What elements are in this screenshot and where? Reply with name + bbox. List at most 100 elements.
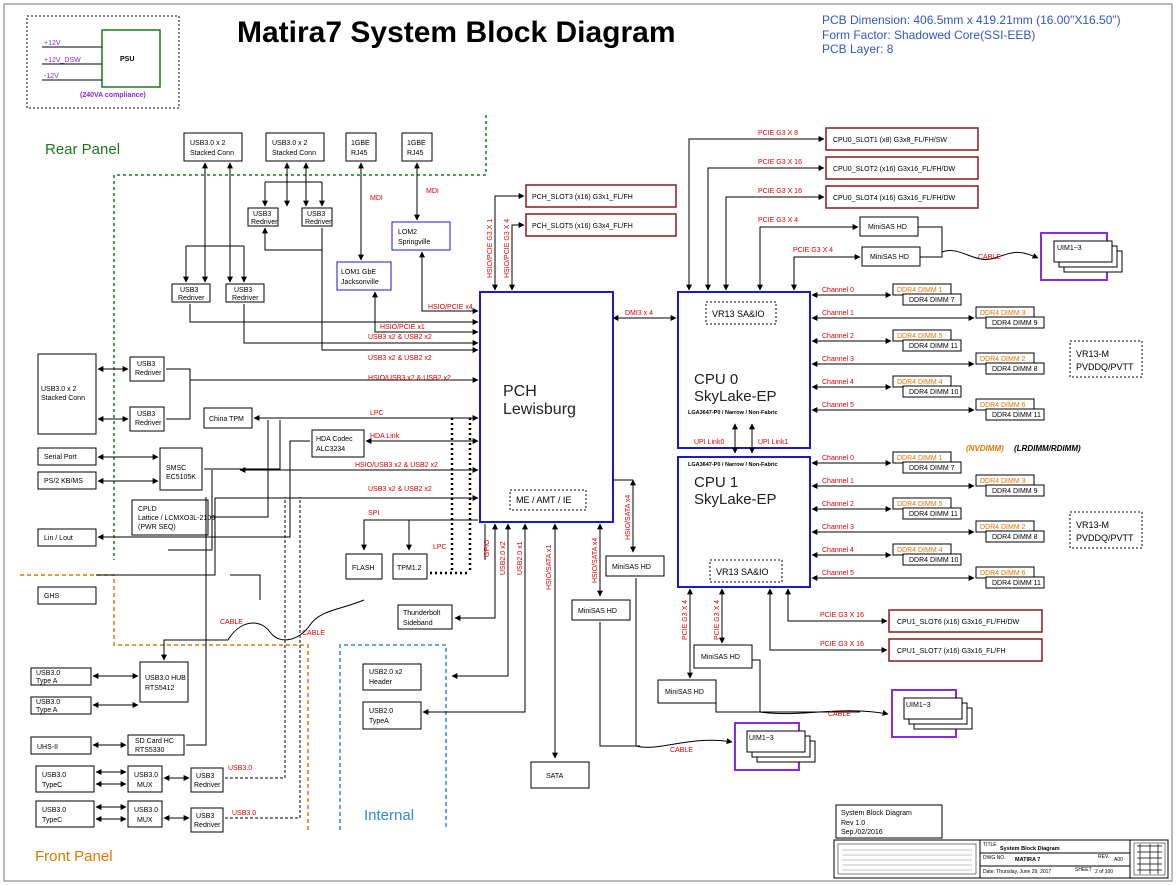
svg-text:System Block Diagram: System Block Diagram <box>1000 846 1060 852</box>
cpu0-dimm-secondary-label: DDR4 DIMM 9 <box>992 320 1038 327</box>
svg-text:DWG NO.: DWG NO. <box>983 855 1006 861</box>
psu-label: PSU <box>120 56 134 63</box>
pcb-layer: PCB Layer: 8 <box>822 42 894 56</box>
svg-text:Type A: Type A <box>36 678 58 685</box>
cpu0-channel-label: Channel 2 <box>822 333 854 340</box>
svg-text:FLASH: FLASH <box>352 565 375 572</box>
svg-text:Redriver: Redriver <box>178 295 205 302</box>
svg-text:USB3.0: USB3.0 <box>134 772 158 779</box>
svg-text:PCIE G3 X 4: PCIE G3 X 4 <box>714 600 721 640</box>
svg-text:Thunderbolt: Thunderbolt <box>403 610 440 617</box>
front-panel-label: Front Panel <box>35 848 113 865</box>
svg-text:Redriver: Redriver <box>305 219 332 226</box>
cpu0-dimm-primary-label: DDR4 DIMM 1 <box>897 287 943 294</box>
cpu0-channel-label: Channel 3 <box>822 356 854 363</box>
cpu0-channel-label: Channel 5 <box>822 402 854 409</box>
cpu0-skylake: VR13 SA&IO CPU 0 SkyLake-EP LGA3647-P0 /… <box>677 291 811 449</box>
svg-text:TypeC: TypeC <box>42 782 62 789</box>
cpu0-channel-label: Channel 1 <box>822 310 854 317</box>
cpu0-dimm-secondary-label: DDR4 DIMM 10 <box>909 389 959 396</box>
internal-label: Internal <box>364 807 414 824</box>
rail-12v-dsw: +12V_DSW <box>44 57 81 64</box>
svg-text:PVDDQ/PVTT: PVDDQ/PVTT <box>1076 533 1134 543</box>
svg-text:HSIO/SATA x4: HSIO/SATA x4 <box>625 495 632 540</box>
svg-text:LOM2: LOM2 <box>398 229 417 236</box>
cpu1-dimm-secondary-label: DDR4 DIMM 10 <box>909 557 959 564</box>
svg-text:Lattice / LCMXO3L-2100: Lattice / LCMXO3L-2100 <box>138 515 215 522</box>
cpu0-dimm-secondary-label: DDR4 DIMM 7 <box>909 297 955 304</box>
svg-text:PVDDQ/PVTT: PVDDQ/PVTT <box>1076 362 1134 372</box>
svg-text:CABLE: CABLE <box>828 711 851 718</box>
svg-text:USB3: USB3 <box>137 411 155 418</box>
svg-text:1GBE: 1GBE <box>351 140 370 147</box>
cpu0-vr13: VR13 SA&IO <box>712 309 765 319</box>
cpu0-slot2-bus: PCIE G3 X 16 <box>758 159 802 166</box>
svg-text:Redriver: Redriver <box>135 420 162 427</box>
svg-text:Stacked Conn: Stacked Conn <box>190 150 234 157</box>
cpu0-dimm-primary-label: DDR4 DIMM 4 <box>897 379 943 386</box>
svg-text:PCIE G3 X 4: PCIE G3 X 4 <box>758 217 798 224</box>
svg-text:TypeC: TypeC <box>42 817 62 824</box>
cpu1-dimm-secondary <box>985 530 1045 543</box>
cpu0-channel-label: Channel 0 <box>822 287 854 294</box>
svg-text:USB3: USB3 <box>196 773 214 780</box>
title-block: TITLE System Block Diagram DWG NO. MATIR… <box>833 839 1169 879</box>
cpu0-dimm-secondary <box>902 385 962 398</box>
psu-note: (240VA compliance) <box>80 92 146 99</box>
svg-text:Sep./02/2016: Sep./02/2016 <box>841 829 883 836</box>
uim-pch: UIM1~3 <box>734 722 816 771</box>
svg-text:Stacked Conn: Stacked Conn <box>272 150 316 157</box>
svg-text:UIM1~3: UIM1~3 <box>749 735 774 742</box>
svg-text:Type A: Type A <box>36 707 58 714</box>
svg-text:SD Card HC: SD Card HC <box>135 738 174 745</box>
svg-text:Springville: Springville <box>398 239 430 246</box>
cpu0-dimm-secondary-label: DDR4 DIMM 11 <box>992 412 1041 419</box>
diagram-title: Matira7 System Block Diagram <box>237 16 676 49</box>
cpu0-slot4-bus: PCIE G3 X 16 <box>758 188 802 195</box>
svg-text:VR13-M: VR13-M <box>1076 520 1109 530</box>
svg-text:USB3: USB3 <box>234 287 252 294</box>
pch-bottom-links: GPIO Thunderbolt Sideband USB2.0 x2 USB2… <box>362 479 733 789</box>
svg-text:USB2.0 x2: USB2.0 x2 <box>369 669 403 676</box>
lrdimm-note: (LRDIMM/RDIMM) <box>1014 444 1081 453</box>
cpu1-dimm-secondary <box>902 553 962 566</box>
svg-text:TPM1.2: TPM1.2 <box>397 565 422 572</box>
svg-text:SPI: SPI <box>368 510 379 517</box>
svg-text:MiniSAS HD: MiniSAS HD <box>868 224 907 231</box>
cpu1-dimm-secondary <box>902 461 962 474</box>
svg-text:USB3: USB3 <box>196 813 214 820</box>
svg-text:HDA Link: HDA Link <box>370 433 400 440</box>
cpu0-socket: LGA3647-P0 / Narrow / Non-Fabric <box>688 410 778 416</box>
cpu0-dimm-secondary-label: DDR4 DIMM 11 <box>909 343 958 350</box>
svg-text:USB3.0: USB3.0 <box>134 807 158 814</box>
svg-text:(PWR SEQ): (PWR SEQ) <box>138 524 176 531</box>
svg-text:USB3.0 x 2: USB3.0 x 2 <box>190 140 226 147</box>
front-panel-usb: USB3.0 Type A USB3.0 Type A USB3.0 HUB R… <box>30 497 365 833</box>
cpu1-dimm-primary-label: DDR4 DIMM 4 <box>897 547 943 554</box>
cpu0-dimm-secondary <box>985 362 1045 375</box>
svg-text:USB2.0 x1: USB2.0 x1 <box>517 541 524 575</box>
cpu0-channel-label: Channel 4 <box>822 379 854 386</box>
cpu0-line1: CPU 0 <box>694 371 738 388</box>
cpu1-slot6: CPU1_SLOT6 (x16) G3x16_FL/FH/DW <box>897 619 1020 626</box>
svg-text:USB3: USB3 <box>253 211 271 218</box>
rail-12v: +12V <box>44 40 61 47</box>
cpu1-dimm-primary-label: DDR4 DIMM 3 <box>980 478 1026 485</box>
cpu1-minisas: MiniSAS HD MiniSAS HD PCIE G3 X 4 PCIE G… <box>657 588 889 718</box>
cpu1-dimm-secondary <box>985 576 1045 589</box>
rail-neg12v: -12V <box>44 73 59 80</box>
svg-text:LPC: LPC <box>370 410 384 417</box>
svg-text:RJ45: RJ45 <box>407 150 423 157</box>
nvdimm-note: (NVDIMM) <box>966 444 1004 453</box>
cpu1-dimm-secondary-label: DDR4 DIMM 11 <box>909 511 958 518</box>
rear-connectors: USB3.0 x 2 Stacked Conn USB3.0 x 2 Stack… <box>171 132 479 362</box>
cpu0-dimm-secondary <box>985 316 1045 329</box>
svg-text:2 of 100: 2 of 100 <box>1095 869 1113 875</box>
uim-cpu1: UIM1~3 <box>891 689 973 738</box>
svg-text:ALC3234: ALC3234 <box>316 446 345 453</box>
svg-text:RJ45: RJ45 <box>351 150 367 157</box>
svg-text:USB3.0 x 2: USB3.0 x 2 <box>41 386 77 393</box>
svg-text:CABLE: CABLE <box>302 630 325 637</box>
lpc-devices: China TPM LPC HDA Codec ALC3234 HDA Link… <box>96 407 479 580</box>
